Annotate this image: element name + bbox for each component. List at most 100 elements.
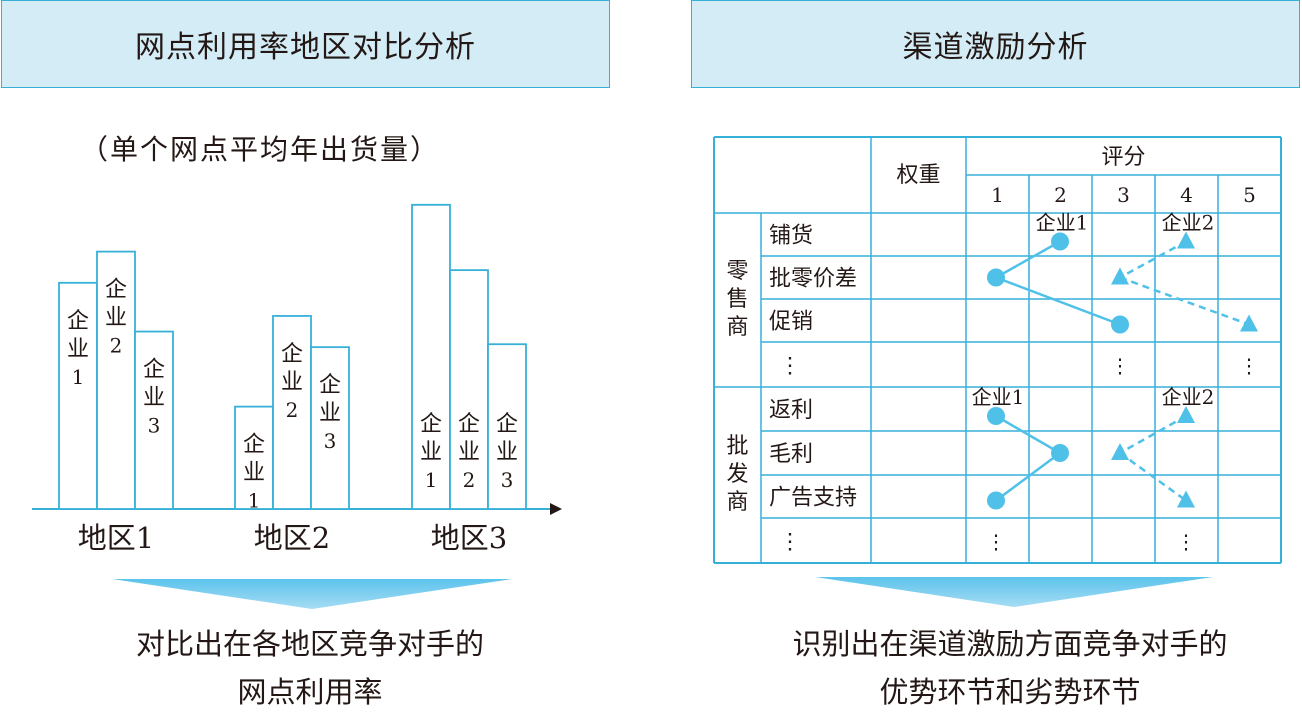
bar-label: 3 <box>501 468 514 492</box>
row-label: 促销 <box>769 310 813 335</box>
right-conclusion-line2: 优势环节和劣势环节 <box>879 675 1141 709</box>
bar-label: 业 <box>105 306 127 331</box>
bar-label: 企 <box>67 309 89 334</box>
bar <box>234 405 274 510</box>
bar <box>487 343 527 510</box>
circle-marker-icon <box>1051 232 1069 251</box>
company-label: 企业2 <box>1162 385 1215 409</box>
bar-label: 2 <box>110 334 123 358</box>
rating-connector-line <box>1119 276 1250 326</box>
category-label: 地区1 <box>78 521 154 555</box>
left-conclusion-line2: 网点利用率 <box>237 675 383 709</box>
bar-label: 业 <box>243 461 265 486</box>
bar-label: 企 <box>105 278 127 303</box>
left-conclusion: 对比出在各地区竞争对手的 网点利用率 <box>60 620 560 716</box>
chart-subtitle: （单个网点平均年出货量） <box>80 133 441 166</box>
ellipsis-marker: ⋮ <box>1110 354 1130 378</box>
triangle-marker-icon <box>1177 406 1195 423</box>
right-conclusion-line1: 识别出在渠道激励方面竞争对手的 <box>792 627 1228 661</box>
ellipsis-marker: ⋮ <box>1176 530 1196 554</box>
bar <box>58 281 98 510</box>
bar-label: 企 <box>243 433 265 458</box>
row-label: 毛利 <box>769 442 813 467</box>
circle-marker-icon <box>987 268 1005 287</box>
weight-header: 权重 <box>896 163 940 188</box>
bar-label: 业 <box>496 440 518 465</box>
rating-connector-line <box>995 276 1121 326</box>
left-conclusion-line1: 对比出在各地区竞争对手的 <box>135 627 484 661</box>
company-label: 企业2 <box>1162 211 1215 235</box>
bar-label: 1 <box>72 365 85 389</box>
bar <box>96 250 136 510</box>
bar-label: 2 <box>463 468 476 492</box>
score-column-label: 5 <box>1243 183 1256 207</box>
bar <box>449 269 489 510</box>
bar <box>310 346 350 510</box>
bar-label: 业 <box>281 370 303 395</box>
category-label: 地区3 <box>431 521 507 555</box>
bar-label: 企 <box>281 342 303 367</box>
right-down-arrow <box>815 577 1213 607</box>
bar-label: 企 <box>143 358 165 383</box>
bar-label: 3 <box>324 429 337 453</box>
group-label: 零 <box>726 259 748 284</box>
score-column-label: 3 <box>1117 183 1130 207</box>
bar-label: 企 <box>458 412 480 437</box>
bar-label: 1 <box>425 468 438 492</box>
bar-label: 业 <box>420 440 442 465</box>
group-label: 商 <box>726 315 748 340</box>
triangle-marker-icon <box>1240 314 1258 332</box>
bar-label: 业 <box>319 401 341 426</box>
group-label: 批 <box>726 434 748 459</box>
bar <box>134 330 174 510</box>
x-axis-arrow-icon <box>550 503 562 515</box>
bar-label: 2 <box>286 398 299 422</box>
bar <box>272 315 312 510</box>
company-label: 企业1 <box>972 385 1025 409</box>
bar-label: 企 <box>420 412 442 437</box>
rating-connector-line <box>995 451 1061 502</box>
score-column-label: 2 <box>1054 183 1067 207</box>
triangle-marker-icon <box>1177 231 1195 249</box>
left-down-arrow <box>112 579 512 609</box>
circle-marker-icon <box>987 491 1005 510</box>
rating-connector-line <box>1119 240 1187 279</box>
bar-label: 1 <box>248 489 261 513</box>
bar-label: 企 <box>496 412 518 437</box>
company-label: 企业1 <box>1036 211 1089 235</box>
ellipsis-marker: ⋮ <box>1239 354 1259 378</box>
group-label: 发 <box>726 462 748 487</box>
triangle-marker-icon <box>1111 443 1129 460</box>
triangle-marker-icon <box>1177 490 1195 508</box>
bar <box>411 203 451 510</box>
row-label: 广告支持 <box>769 486 857 511</box>
row-label: 批零价差 <box>769 267 857 292</box>
row-label: ⋮ <box>779 530 801 555</box>
right-panel-header: 渠道激励分析 <box>691 0 1300 88</box>
triangle-marker-icon <box>1111 267 1129 285</box>
circle-marker-icon <box>987 407 1005 425</box>
left-panel-header: 网点利用率地区对比分析 <box>1 0 610 88</box>
category-label: 地区2 <box>254 521 330 555</box>
row-label: 返利 <box>769 398 813 423</box>
rating-connector-line <box>1119 451 1187 502</box>
circle-marker-icon <box>1111 315 1129 334</box>
rating-connector-line <box>1119 414 1187 455</box>
row-label: 铺货 <box>769 224 813 249</box>
score-column-label: 1 <box>991 183 1004 207</box>
row-label: ⋮ <box>779 354 801 379</box>
right-conclusion: 识别出在渠道激励方面竞争对手的 优势环节和劣势环节 <box>740 620 1280 716</box>
score-column-label: 4 <box>1180 183 1193 207</box>
bar-label: 企 <box>319 373 341 398</box>
rating-connector-line <box>995 240 1061 279</box>
rating-connector-line <box>995 414 1061 455</box>
ellipsis-marker: ⋮ <box>986 530 1006 554</box>
bar-label: 业 <box>67 337 89 362</box>
group-label: 售 <box>726 287 748 312</box>
circle-marker-icon <box>1051 444 1069 462</box>
score-header: 评分 <box>1101 145 1145 170</box>
bar-label: 业 <box>458 440 480 465</box>
